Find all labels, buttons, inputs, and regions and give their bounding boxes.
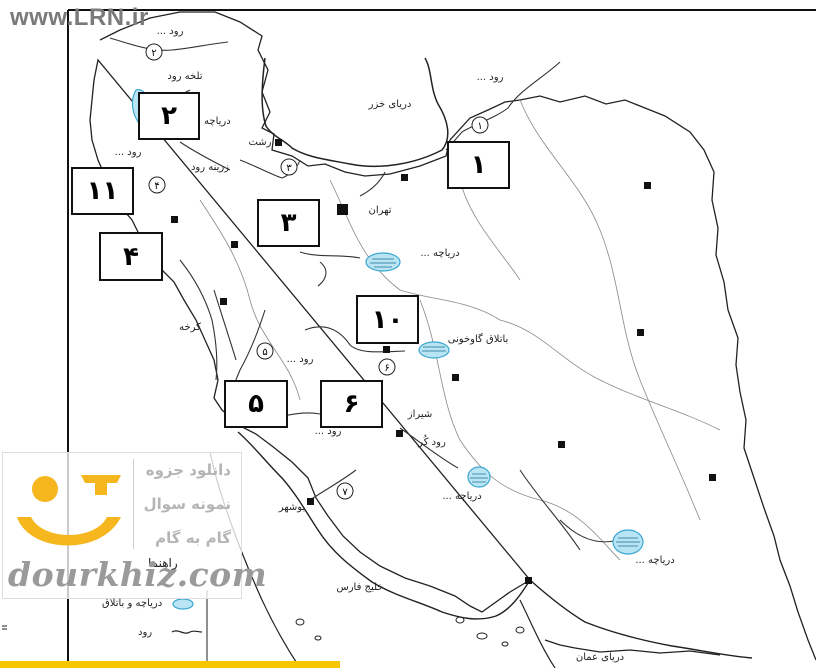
circle-marker-1: ۱	[471, 116, 489, 134]
legend-title: راهنما	[148, 556, 178, 570]
svg-text:۴: ۴	[154, 181, 159, 192]
svg-text:۳: ۳	[286, 163, 292, 174]
label-lake-s: دریاچه ...	[442, 491, 481, 502]
river-helleh	[309, 469, 357, 501]
lrn-watermark: www.LRN.ir	[10, 4, 149, 31]
river-central-b	[317, 261, 327, 287]
oman-coast	[519, 599, 556, 669]
bottom-accent-bar	[0, 661, 340, 668]
dourkhiz-watermark: دانلود جزوه نمونه سوال گام به گام	[2, 452, 242, 599]
watermark-line-2: نمونه سوال	[143, 495, 231, 513]
place-labels: دریای خزر تهران رشت تلخه رود زرینه رود د…	[115, 26, 675, 663]
persian-gulf-coast	[237, 431, 753, 659]
legend-river-label: رود	[138, 627, 153, 638]
circle-marker-3: ۳	[280, 158, 298, 176]
label-river-sw: رود ...	[315, 426, 342, 437]
svg-text:۵: ۵	[262, 347, 267, 358]
river-zarrineh	[179, 141, 231, 171]
watermark-line-3: گام به گام	[155, 529, 231, 547]
lake-namak	[365, 252, 401, 272]
islands	[295, 616, 525, 647]
label-tehran: تهران	[368, 205, 391, 216]
city-markers	[171, 139, 716, 584]
answer-box-4[interactable]: ۴	[99, 232, 163, 281]
label-lake-se: دریاچه ...	[635, 555, 674, 566]
answer-box-6[interactable]: ۶	[320, 380, 383, 428]
svg-text:۲: ۲	[151, 48, 156, 59]
label-lake-center: دریاچه ...	[420, 248, 459, 259]
svg-text:۱: ۱	[477, 121, 482, 132]
circle-marker-7: ۷	[336, 482, 354, 500]
lake-hatch	[370, 258, 640, 547]
label-bushehr: بوشهر	[278, 502, 305, 513]
circled-numbers: ۱ ۲ ۳ ۴ ۵ ۶ ۷	[145, 43, 489, 500]
label-talkheh: تلخه رود	[167, 71, 202, 82]
label-river-ne: رود ...	[477, 72, 504, 83]
answer-box-10[interactable]: ۱۰	[356, 295, 419, 344]
label-gavkhouni: باتلاق گاوخونی	[448, 333, 509, 345]
watermark-line-1: دانلود جزوه	[145, 461, 231, 479]
label-zarrineh: زرینه رود	[191, 162, 229, 173]
answer-box-11[interactable]: ۱۱	[71, 167, 134, 215]
legend-lake-symbol	[172, 598, 194, 610]
label-caspian: دریای خزر	[368, 99, 412, 110]
label-lake-nw: دریاچه ...	[191, 116, 230, 127]
legend-river-symbol	[171, 630, 203, 634]
label-river-w: رود ...	[287, 354, 314, 365]
river-w	[213, 289, 237, 361]
dourkhiz-brand: dourkhiz.com	[8, 555, 268, 594]
label-river-nw: رود ...	[115, 147, 142, 158]
river-karkheh	[179, 259, 218, 381]
lake-bakhtegan	[467, 466, 491, 488]
svg-text:۷: ۷	[342, 487, 348, 498]
legend-lake-label: دریاچه و باتلاق	[102, 598, 163, 609]
answer-box-3[interactable]: ۳	[257, 199, 320, 247]
circle-marker-2: ۲	[145, 43, 163, 61]
circle-marker-5: ۵	[256, 342, 274, 360]
label-oman-sea: دریای عمان	[576, 652, 624, 663]
answer-box-5[interactable]: ۵	[224, 380, 288, 428]
svg-text:۶: ۶	[384, 363, 389, 374]
label-river-top: رود ...	[157, 26, 184, 37]
circle-marker-6: ۶	[378, 358, 396, 376]
river-tehran	[359, 171, 386, 197]
label-persian-gulf: خلیج فارس	[336, 582, 383, 593]
label-shiraz: شیراز	[407, 409, 433, 420]
river-central	[299, 251, 361, 259]
smile-logo-icon	[17, 475, 121, 546]
label-kor: رود کُر	[417, 434, 446, 448]
answer-box-2[interactable]: ۲	[138, 92, 200, 140]
lake-gavkhouni	[418, 341, 450, 359]
river-kor	[399, 427, 459, 469]
label-rasht: رشت	[248, 137, 271, 148]
river-south	[519, 469, 581, 551]
label-karkheh: کرخه	[179, 322, 201, 333]
watermark-divider	[133, 459, 134, 549]
caspian-sea-coast	[261, 57, 449, 168]
answer-box-1[interactable]: ۱	[447, 141, 510, 189]
circle-marker-4: ۴	[148, 176, 166, 194]
river-se	[559, 519, 619, 543]
river-aras	[109, 37, 229, 51]
